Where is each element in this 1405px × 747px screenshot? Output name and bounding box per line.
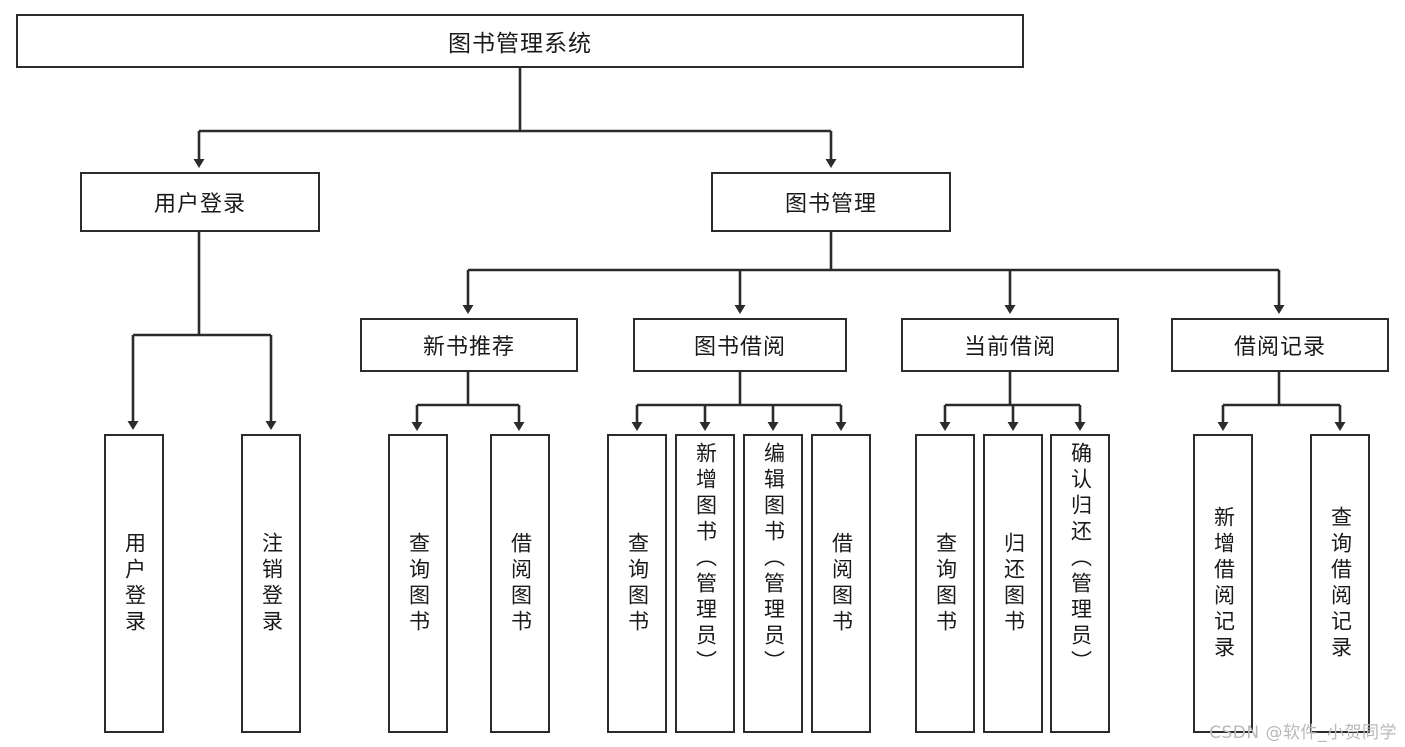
node-book-borrow-label: 图书借阅 bbox=[693, 335, 786, 360]
node-leaf-user-login-label: 用户登录 bbox=[122, 531, 147, 636]
node-leaf-query-record-label: 查询借阅记录 bbox=[1328, 505, 1353, 662]
node-leaf-return-book-label: 归还图书 bbox=[1001, 531, 1026, 636]
node-book-manage-label: 图书管理 bbox=[784, 192, 877, 217]
node-leaf-edit-book-admin-label: 编辑图书（管理员） bbox=[761, 442, 786, 676]
node-leaf-confirm-return-admin-label: 确认归还（管理员） bbox=[1068, 442, 1093, 676]
node-leaf-query-book-2[interactable]: 查询图书 bbox=[607, 434, 667, 733]
node-book-borrow[interactable]: 图书借阅 bbox=[633, 318, 847, 372]
node-book-manage[interactable]: 图书管理 bbox=[711, 172, 951, 232]
node-leaf-query-book-2-label: 查询图书 bbox=[625, 531, 650, 636]
node-leaf-add-book-admin-label: 新增图书（管理员） bbox=[693, 442, 718, 676]
node-user-login[interactable]: 用户登录 bbox=[80, 172, 320, 232]
node-leaf-return-book[interactable]: 归还图书 bbox=[983, 434, 1043, 733]
node-leaf-query-book-3[interactable]: 查询图书 bbox=[915, 434, 975, 733]
node-leaf-add-record[interactable]: 新增借阅记录 bbox=[1193, 434, 1253, 733]
node-leaf-confirm-return-admin[interactable]: 确认归还（管理员） bbox=[1050, 434, 1110, 733]
node-new-book-rec-label: 新书推荐 bbox=[422, 335, 515, 360]
node-leaf-edit-book-admin[interactable]: 编辑图书（管理员） bbox=[743, 434, 803, 733]
node-leaf-query-book-3-label: 查询图书 bbox=[933, 531, 958, 636]
node-leaf-query-book-1-label: 查询图书 bbox=[406, 531, 431, 636]
node-current-borrow-label: 当前借阅 bbox=[963, 335, 1056, 360]
node-user-login-label: 用户登录 bbox=[153, 192, 246, 217]
node-leaf-query-record[interactable]: 查询借阅记录 bbox=[1310, 434, 1370, 733]
node-leaf-add-book-admin[interactable]: 新增图书（管理员） bbox=[675, 434, 735, 733]
node-leaf-query-book-1[interactable]: 查询图书 bbox=[388, 434, 448, 733]
node-current-borrow[interactable]: 当前借阅 bbox=[901, 318, 1119, 372]
node-leaf-add-record-label: 新增借阅记录 bbox=[1211, 505, 1236, 662]
node-root-label: 图书管理系统 bbox=[448, 31, 592, 57]
node-borrow-record[interactable]: 借阅记录 bbox=[1171, 318, 1389, 372]
node-leaf-logout[interactable]: 注销登录 bbox=[241, 434, 301, 733]
node-leaf-borrow-book-1[interactable]: 借阅图书 bbox=[490, 434, 550, 733]
node-leaf-user-login[interactable]: 用户登录 bbox=[104, 434, 164, 733]
node-borrow-record-label: 借阅记录 bbox=[1233, 335, 1326, 360]
node-leaf-borrow-book-2-label: 借阅图书 bbox=[829, 531, 854, 636]
node-leaf-logout-label: 注销登录 bbox=[259, 531, 284, 636]
node-leaf-borrow-book-2[interactable]: 借阅图书 bbox=[811, 434, 871, 733]
node-root[interactable]: 图书管理系统 bbox=[16, 14, 1024, 68]
node-leaf-borrow-book-1-label: 借阅图书 bbox=[508, 531, 533, 636]
node-new-book-rec[interactable]: 新书推荐 bbox=[360, 318, 578, 372]
watermark: CSDN @软件_小贺同学 bbox=[1209, 723, 1397, 743]
